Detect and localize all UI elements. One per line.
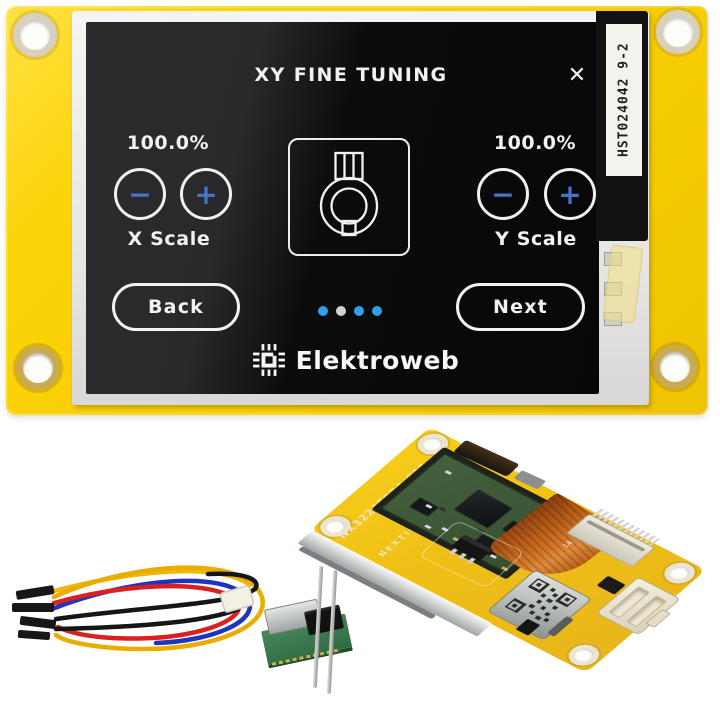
- wire-black: [53, 606, 241, 632]
- y-scale-label: Y Scale: [495, 228, 577, 250]
- mounting-hole-bottom-right: [653, 345, 697, 389]
- smd-passives: [444, 470, 453, 475]
- x-scale-decrease-button[interactable]: −: [114, 168, 166, 220]
- microsd-slot[interactable]: [486, 569, 593, 641]
- back-pcb-board: NX3224F024_011 NEXTION 14: [297, 427, 706, 674]
- dupont-connectors: [12, 585, 57, 640]
- minus-icon: −: [491, 177, 515, 211]
- page-dot: [336, 306, 346, 316]
- mounting-hole-top-left: [13, 13, 57, 57]
- jst-plug: [219, 585, 255, 613]
- front-display-module: XY FINE TUNING ✕ 100.0% − + X Scale 100.…: [6, 6, 708, 415]
- page-dot: [372, 306, 382, 316]
- minus-icon: −: [128, 177, 152, 211]
- calibration-part-preview: [288, 138, 410, 256]
- page-dot: [318, 306, 328, 316]
- x-scale-increase-button[interactable]: +: [180, 168, 232, 220]
- plus-icon: +: [558, 177, 582, 211]
- mounting-hole-top-right: [656, 10, 700, 54]
- jumper-wires: [12, 565, 265, 652]
- brand-logo: Elektroweb: [112, 343, 599, 377]
- part-drawing-icon: [319, 151, 379, 237]
- plus-icon: +: [194, 177, 218, 211]
- next-button-label: Next: [493, 296, 548, 318]
- sd-adapter-board: [258, 565, 358, 695]
- brand-name: Elektroweb: [295, 345, 460, 375]
- touchscreen[interactable]: XY FINE TUNING ✕ 100.0% − + X Scale 100.…: [86, 22, 599, 394]
- x-scale-label: X Scale: [127, 228, 211, 250]
- y-scale-value: 100.0%: [493, 132, 577, 154]
- close-icon[interactable]: ✕: [567, 62, 587, 88]
- wire-red: [51, 583, 242, 641]
- mounting-hole-bottom-left: [16, 346, 60, 390]
- y-scale-decrease-button[interactable]: −: [477, 168, 529, 220]
- back-button-label: Back: [147, 296, 204, 318]
- screen-title: XY FINE TUNING: [254, 64, 448, 86]
- chip-logo-icon: [252, 344, 285, 376]
- wire-yellow: [51, 565, 265, 652]
- page-dot: [354, 306, 364, 316]
- ic-chip: [410, 498, 438, 516]
- back-button[interactable]: Back: [112, 283, 240, 331]
- y-scale-increase-button[interactable]: +: [544, 168, 596, 220]
- sd-qr-code: [504, 578, 578, 623]
- pcb-hole: [562, 640, 606, 670]
- page-dots: [318, 306, 382, 316]
- serial-label: HST024042 9-2: [606, 24, 642, 176]
- pcb-hole: [658, 558, 702, 588]
- next-button[interactable]: Next: [456, 283, 585, 331]
- x-scale-value: 100.0%: [126, 132, 210, 154]
